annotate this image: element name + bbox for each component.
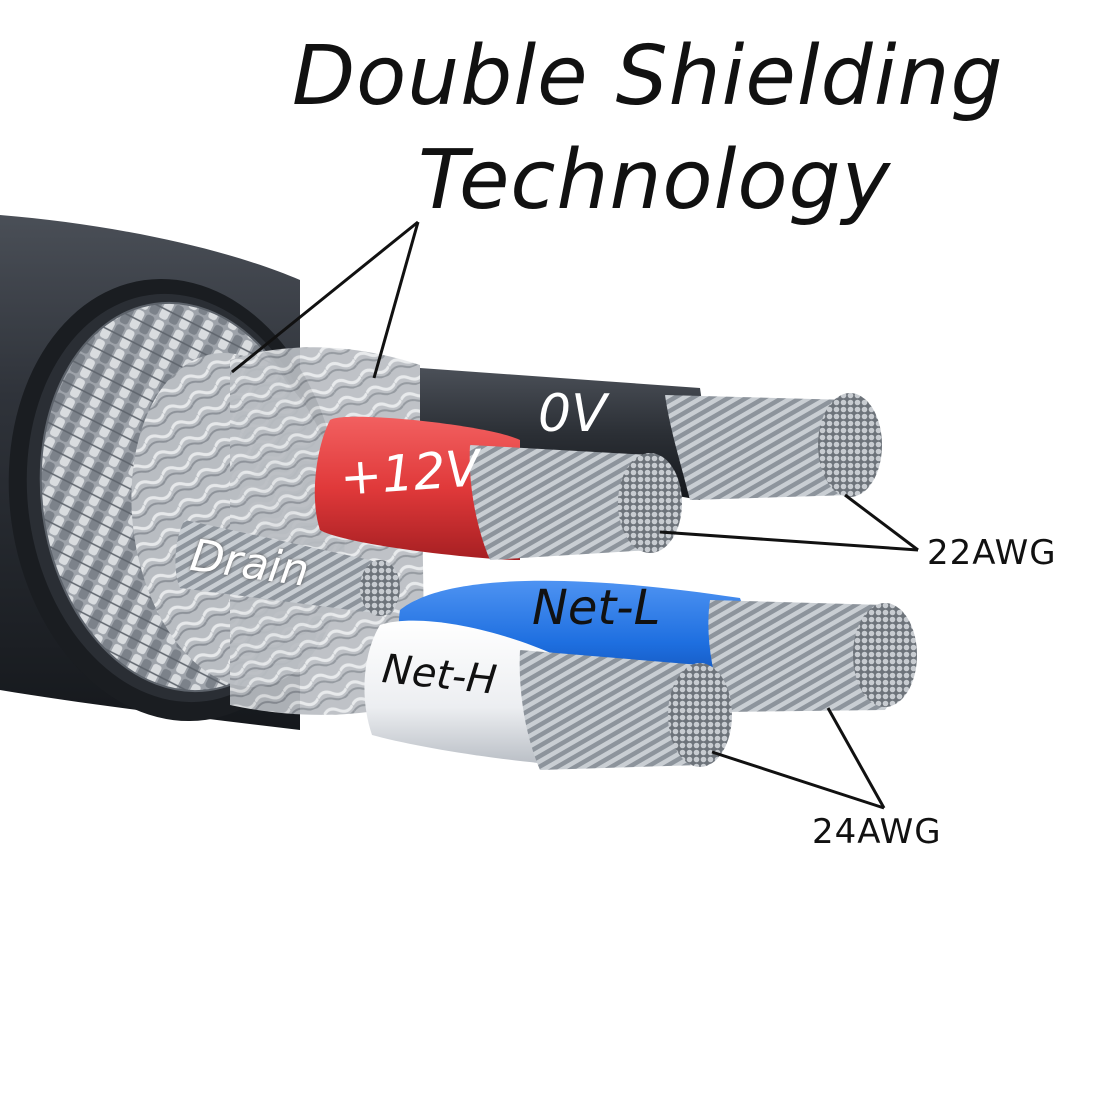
leader-24awg-net-h [711, 750, 885, 810]
label-plus-12v: +12V [338, 439, 482, 507]
leader-22awg-0v [844, 493, 919, 552]
label-22awg: 22AWG [927, 533, 1057, 573]
leader-foil [372, 221, 420, 379]
label-net-h: Net-H [379, 646, 499, 704]
title-line-1: Double Shielding [292, 29, 1004, 124]
label-0v: 0V [538, 384, 607, 444]
label-24awg: 24AWG [812, 812, 942, 852]
wire-net-h [364, 620, 732, 770]
leader-24awg-net-l [826, 707, 886, 809]
wire-drain [175, 520, 400, 616]
leader-22awg-12v [659, 530, 919, 552]
title-line-2: Technology [418, 133, 892, 228]
label-net-l: Net-L [532, 580, 661, 636]
leader-lines [231, 220, 919, 810]
leader-braid [231, 220, 419, 374]
wire-12v [314, 416, 682, 560]
